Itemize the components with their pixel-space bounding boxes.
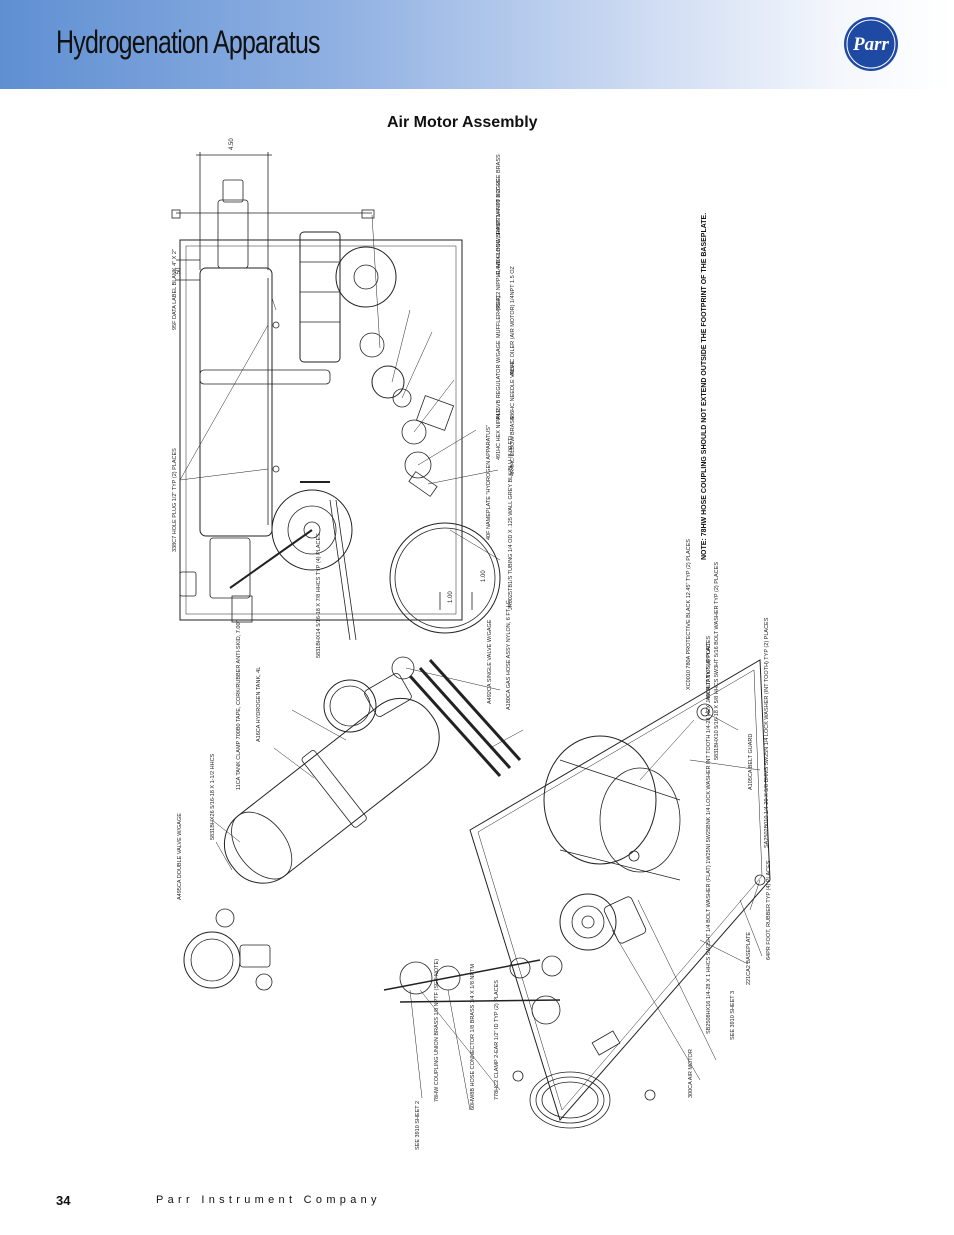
label-foot-rubber: 64PR FOOT, RUBBER TYP (4) PLACES [766, 860, 772, 960]
label-elbow-brass: 4R4HC ELBOW BRASS [510, 416, 516, 476]
label-see-sheet-3: SEE 3910 SHEET 3 [730, 991, 736, 1040]
label-baseplate: 221CA2 BASEPLATE [746, 932, 752, 985]
label-hex-nipple: 491HC HEX NIPPLE [496, 409, 502, 460]
label-protective: XC0010 780A PROTECTIVE BLACK 12.45" TYP … [686, 539, 692, 690]
label-single-valve: A492CA SINGLE VALVE W/GAGE [487, 619, 493, 704]
label-needle-valve: 486HC NEEDLE VALVE [510, 361, 516, 420]
label-hhcs-bottom: 5831BHX26 5/16-18 X 1-1/2 HHCS [210, 753, 216, 840]
label-nipple-long: 491HC2 NIPPLE, HEX LONG BRASS 1/4NPT X 3… [496, 178, 502, 312]
label-air-motor: 300CA AIR MOTOR [688, 1049, 694, 1098]
label-coupling-union: 78HW COUPLING UNION BRASS 1/8 NPTF (SEE … [434, 959, 440, 1102]
label-tubing: JR0025TB1/S TUBING 1/4 OD X .125 WALL GR… [508, 436, 514, 610]
label-double-valve: A495CA DOUBLE VALVE W/GAGE [177, 813, 183, 900]
label-gas-hose: A180CA GAS HOSE ASSY NYLON, 6 FT LG [506, 600, 512, 710]
note-text: NOTE: 78HW HOSE COUPLING SHOULD NOT EXTE… [701, 213, 708, 560]
dim-gauge-a: 1.00 [448, 591, 454, 603]
header-band [0, 0, 954, 89]
isometric-view [183, 656, 771, 1129]
parr-logo: Parr [844, 17, 898, 71]
bottom-labels: 5831BHX26 5/16-18 X 1-1/2 HHCS A495CA DO… [177, 539, 772, 1150]
label-tank-clamp: 11CA TANK CLAMP 700B0 TAPE, CORK/RUBBER … [236, 620, 242, 790]
label-hhcs-washer: 5831BHX10 5/16-18 X 5/8 HHCS 5W3HT 5/16 … [714, 562, 720, 760]
label-muffler: MUFFLER (REF) [496, 296, 502, 338]
label-hydrogen-tank: A16CA HYDROGEN TANK, 4L [256, 667, 262, 742]
label-hhcs-top: 5831BHX14 5/16-18 X 7/8 HHCS TYP (4) PLA… [316, 533, 322, 658]
label-hose-connector: 60HW8B HOSE CONNECTOR 1/8 BRASS 1/4 X 1/… [470, 964, 476, 1110]
footer-company: Parr Instrument Company [156, 1194, 381, 1206]
label-tank-support: 49CA TANK SUPPORT [706, 642, 712, 700]
top-labels: 95F DATA LABEL BLANK 4" X 2" 338C7 HOLE … [172, 154, 516, 658]
page-number: 34 [56, 1193, 71, 1208]
dim-offset: .50 [176, 267, 182, 276]
label-regulator: A415VB REGULATOR W/GAGE [496, 340, 502, 420]
label-hhcs-air-motor: SB2508HX16 1/4-28 X 1 HHCS 5W25HT 1/4 BO… [706, 636, 712, 1034]
label-hole-plug: 338C7 HOLE PLUG 1/2" TYP (2) PLACES [172, 448, 178, 552]
label-elbow-90: 414VB ELBOW, 1/4NPTM-F 90 DEGREE BRASS [496, 154, 502, 276]
dim-width: 4.50 [229, 138, 235, 150]
label-oiler: 485HC OILER (AIR MOTOR) 1/4NPT 1.5 OZ [510, 266, 516, 376]
label-see-sheet-2: SEE 3910 SHEET 2 [415, 1101, 421, 1150]
label-data-label: 95F DATA LABEL BLANK 4" X 2" [172, 249, 178, 330]
logo-text: Parr [852, 34, 890, 55]
page-title: Hydrogenation Apparatus [56, 24, 321, 60]
label-bhms: SA2502B010 1/4-20 X 5/8 BHMS 5W25N 1/4 L… [764, 617, 770, 848]
label-nameplate: 40F NAMEPLATE "HYDROGEN APPARATUS" [486, 425, 492, 540]
dim-gauge-b: 1.00 [481, 570, 487, 582]
label-clamp-2-ear: 778HC2 CLAMP 2-EAR 1/2" ID TYP (2) PLACE… [494, 980, 500, 1100]
label-belt-guard: A105CA BELT GUARD [748, 734, 754, 790]
top-view: 4.50 .50 [171, 138, 501, 641]
section-title: Air Motor Assembly [387, 114, 538, 131]
